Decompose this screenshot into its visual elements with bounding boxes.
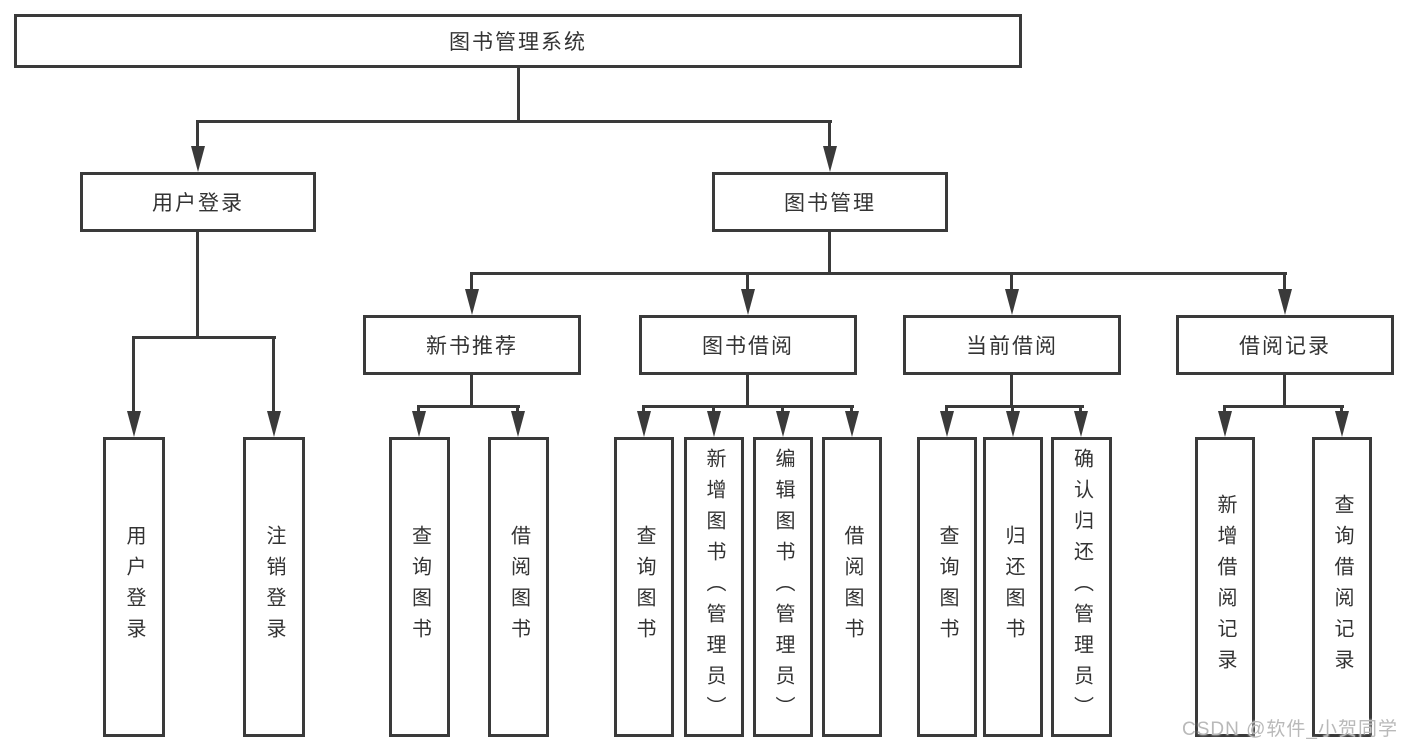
arrow-head [1218,411,1232,437]
node-current-borrow: 当前借阅 [903,315,1121,375]
connector-line [470,272,473,292]
leaf-add-book-admin-label: 新增图书（管理员） [703,447,725,727]
leaf-query-books-1: 查询图书 [389,437,450,737]
arrow-head [940,411,954,437]
leaf-add-borrow-record-label: 新增借阅记录 [1214,494,1236,680]
arrow-head [776,411,790,437]
connector-line [417,405,520,408]
leaf-borrow-books-1-label: 借阅图书 [507,525,530,649]
connector-line [272,336,275,412]
arrow-head [191,146,205,172]
arrow-head [1278,289,1292,315]
arrow-head [1335,411,1349,437]
connector-line [516,405,519,415]
connector-line [850,405,853,415]
leaf-query-books-3: 查询图书 [917,437,977,737]
node-new-book-recommend-label: 新书推荐 [426,335,518,358]
leaf-query-borrow-record: 查询借阅记录 [1312,437,1372,737]
watermark: CSDN @软件_小贺同学 [1182,719,1398,740]
arrow-head [412,411,426,437]
leaf-confirm-return-admin: 确认归还（管理员） [1051,437,1112,737]
leaf-logout-label: 注销登录 [263,525,285,649]
arrow-head [267,411,281,437]
leaf-borrow-books-2: 借阅图书 [822,437,882,737]
connector-line [746,272,749,292]
connector-line [945,405,948,415]
connector-line [1010,375,1013,407]
connector-line [1223,405,1226,415]
node-borrow-records: 借阅记录 [1176,315,1394,375]
arrow-head [1006,411,1020,437]
connector-line [1340,405,1343,415]
connector-line [828,232,831,274]
node-book-borrow-label: 图书借阅 [702,335,794,358]
node-book-borrow: 图书借阅 [639,315,857,375]
arrow-head [465,289,479,315]
leaf-query-books-1-label: 查询图书 [408,525,431,649]
leaf-borrow-books-2-label: 借阅图书 [841,525,863,649]
connector-line [781,405,784,415]
arrow-head [127,411,141,437]
leaf-confirm-return-admin-label: 确认归还（管理员） [1070,447,1093,727]
arrow-head [741,289,755,315]
connector-line [712,405,715,415]
node-new-book-recommend: 新书推荐 [363,315,581,375]
connector-line [132,336,135,412]
connector-line [945,405,1084,408]
node-book-management: 图书管理 [712,172,948,232]
node-current-borrow-label: 当前借阅 [966,335,1058,358]
leaf-logout: 注销登录 [243,437,305,737]
leaf-query-books-2-label: 查询图书 [633,525,655,649]
connector-line [828,120,831,148]
connector-line [1079,405,1082,415]
node-user-login-label: 用户登录 [152,192,244,215]
connector-line [746,375,749,407]
connector-line [1011,405,1014,415]
leaf-return-book: 归还图书 [983,437,1043,737]
connector-line [1010,272,1013,292]
arrow-head [823,146,837,172]
connector-line [517,68,520,123]
connector-line [132,336,276,339]
leaf-user-login: 用户登录 [103,437,165,737]
node-root-label: 图书管理系统 [449,31,587,54]
leaf-user-login-label: 用户登录 [123,525,145,649]
leaf-edit-book-admin: 编辑图书（管理员） [753,437,813,737]
arrow-head [707,411,721,437]
node-root: 图书管理系统 [14,14,1022,68]
connector-line [642,405,854,408]
connector-line [196,232,199,338]
connector-line [196,120,199,148]
leaf-query-books-2: 查询图书 [614,437,674,737]
node-borrow-records-label: 借阅记录 [1239,335,1331,358]
leaf-add-borrow-record: 新增借阅记录 [1195,437,1255,737]
connector-line [470,375,473,407]
connector-line [1283,375,1286,407]
arrow-head [637,411,651,437]
connector-line [642,405,645,415]
connector-line [1283,272,1286,292]
connector-line [470,272,1287,275]
connector-line [417,405,420,415]
node-book-management-label: 图书管理 [784,192,876,215]
arrow-head [845,411,859,437]
leaf-return-book-label: 归还图书 [1002,525,1024,649]
arrow-head [1005,289,1019,315]
connector-line [196,120,832,123]
leaf-query-books-3-label: 查询图书 [936,525,958,649]
leaf-edit-book-admin-label: 编辑图书（管理员） [772,447,794,727]
connector-line [1223,405,1344,408]
leaf-add-book-admin: 新增图书（管理员） [684,437,744,737]
leaf-query-borrow-record-label: 查询借阅记录 [1331,494,1353,680]
arrow-head [511,411,525,437]
leaf-borrow-books-1: 借阅图书 [488,437,549,737]
arrow-head [1074,411,1088,437]
node-user-login: 用户登录 [80,172,316,232]
